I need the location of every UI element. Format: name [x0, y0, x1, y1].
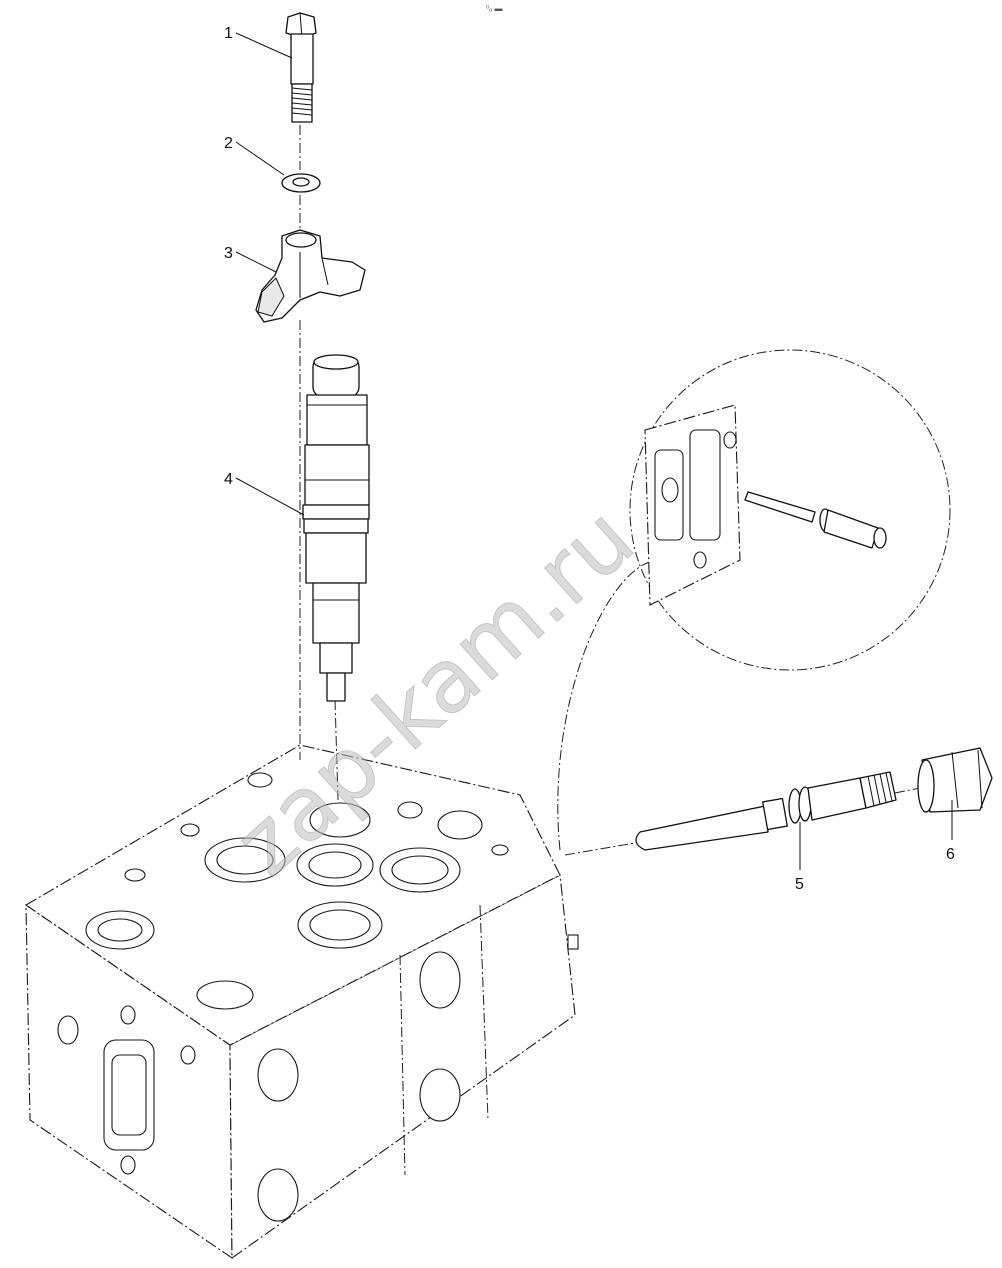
callout-2: 2: [224, 135, 233, 152]
side-port-4: [419, 1068, 461, 1122]
cylinder-head-top-face: [24, 744, 561, 1046]
part-6-sleeve-nut: [917, 747, 993, 813]
part-5-pressure-pipe: [635, 771, 897, 851]
injector-bore: [309, 802, 371, 838]
cylinder-head: [24, 744, 579, 1260]
assembly-axis-5: [564, 842, 636, 856]
detail-circle: [629, 349, 951, 671]
callout-6: 6: [946, 846, 955, 863]
callout-5: 5: [795, 876, 804, 893]
callout-4: 4: [224, 471, 233, 488]
side-port-3: [419, 951, 461, 1009]
side-port-1: [257, 1048, 299, 1102]
leader-lines: [235, 32, 953, 870]
top-mark: ⁰ₒ ▬: [486, 4, 502, 13]
detail-view: [557, 349, 951, 851]
part-2-washer: [281, 173, 321, 193]
part-1-bolt: [285, 12, 317, 123]
callout-1: 1: [224, 25, 233, 42]
callout-3: 3: [224, 245, 233, 262]
detail-leader-curve: [557, 559, 661, 851]
side-port-2: [257, 1168, 299, 1222]
part-3-clamp: [255, 229, 366, 323]
part-4-injector: [302, 354, 370, 702]
